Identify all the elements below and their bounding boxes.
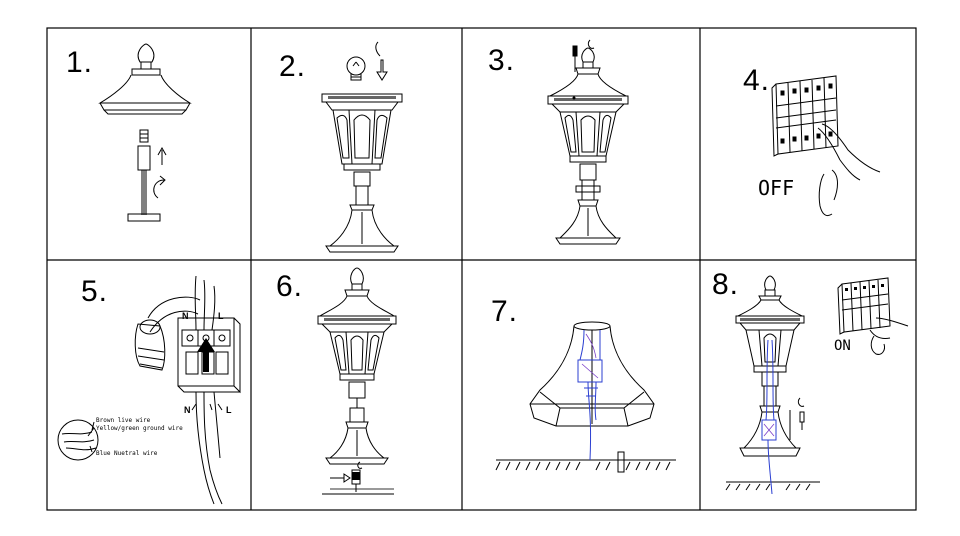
blue-wire-label: Blue Nuetral wire [96,450,158,457]
terminal-l-label: L [218,311,224,321]
step-7-number: 7. [491,295,519,328]
bulb-icon [346,56,366,76]
step-3-number: 3. [488,44,516,77]
step-8-number: 8. [712,268,740,301]
brown-wire-label: Brown live wire [96,417,151,424]
terminal-n-label: N [182,311,189,321]
yellow-wire-label: Yellow/green ground wire [96,425,183,432]
wire-l-label: L [226,405,232,415]
step-2-number: 2. [279,50,307,83]
step-4-number: 4. [743,64,771,97]
switch-off-label: OFF [758,176,795,200]
switch-on-label: ON [834,338,851,354]
wire-n-label: N [184,405,191,415]
step-6-number: 6. [276,270,304,303]
step-5-number: 5. [81,275,109,308]
step-1-number: 1. [66,46,94,79]
